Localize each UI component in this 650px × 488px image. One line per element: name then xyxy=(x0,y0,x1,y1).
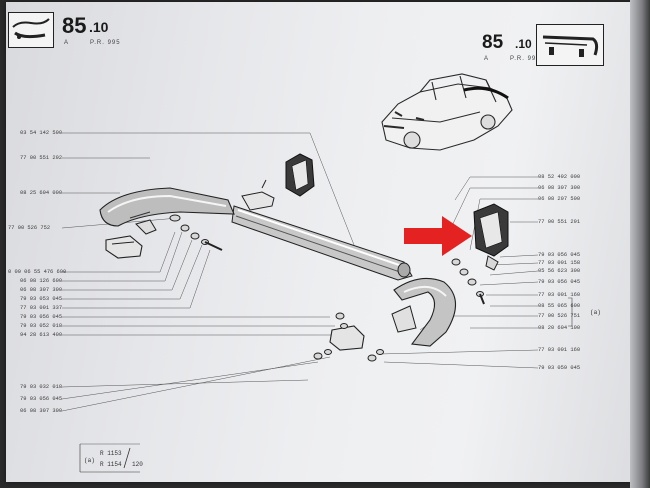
highlight-arrow-icon xyxy=(404,216,472,256)
mount-bracket-upper xyxy=(241,179,275,211)
part-number-right: 08 52 492 000 xyxy=(538,174,581,180)
part-number-left: 0 00 06 55 476 600 xyxy=(8,269,67,275)
subsection-number-left: .10 xyxy=(89,19,109,35)
part-number-right: 79 03 056 045 xyxy=(538,279,581,285)
footnote-line-1: R 1153 xyxy=(100,450,122,457)
part-number-left: 79 03 052 018 xyxy=(20,323,63,329)
part-number-left: 79 03 056 045 xyxy=(20,396,63,402)
pr-reference-left: P.R. 995 xyxy=(90,40,121,46)
part-number-right: 06 08 307 300 xyxy=(538,185,581,191)
subsection-number-right: .10 xyxy=(515,37,532,51)
section-number-right: 85 xyxy=(482,32,504,53)
part-number-left: 08 25 604 000 xyxy=(20,190,63,196)
pr-reference-right: P.R. 995 xyxy=(510,56,541,62)
footnote-line-2: R 1154 xyxy=(100,461,122,468)
part-number-left: 06 08 126 600 xyxy=(20,278,63,284)
part-number-right: 77 00 526 751 xyxy=(538,313,581,319)
part-number-left: 06 08 307 300 xyxy=(20,287,63,293)
part-number-right: 77 03 001 158 xyxy=(538,260,581,266)
bumper-bar xyxy=(231,205,413,281)
part-number-right: 05 56 623 300 xyxy=(538,268,581,274)
bracket-left xyxy=(105,219,157,259)
part-number-right: 77 03 001 160 xyxy=(538,347,581,353)
rubber-block-right xyxy=(473,203,509,257)
leader-lines-left xyxy=(61,132,357,412)
part-number-left: 06 08 307 300 xyxy=(20,408,63,414)
part-number-right: 08 55 065 600 xyxy=(538,303,581,309)
bumper-thumbnail-icon xyxy=(8,12,54,48)
part-number-left: 77 00 551 292 xyxy=(20,155,63,161)
part-number-right: 79 03 059 045 xyxy=(538,365,581,371)
part-number-right: 77 00 551 291 xyxy=(538,219,581,225)
section-caption-right: A xyxy=(484,56,490,62)
part-number-left: 77 00 526 752 xyxy=(8,225,51,231)
part-number-right: 77 03 001 160 xyxy=(538,292,581,298)
part-number-left: 79 03 032 018 xyxy=(20,384,63,390)
section-number-left: 85 xyxy=(62,13,87,38)
footnote-suffix: 120 xyxy=(132,461,143,468)
part-number-left: 77 03 001 337 xyxy=(20,305,63,311)
bolt-set-left xyxy=(169,214,223,251)
bumper-end-right xyxy=(391,277,457,347)
part-number-left: 94 28 613 400 xyxy=(20,332,63,338)
note-marker: (a) xyxy=(590,309,601,316)
part-number-right: 79 03 056 045 xyxy=(538,252,581,258)
bolt-set-right xyxy=(451,255,499,305)
rubber-block-left xyxy=(285,153,315,197)
part-number-left: 79 03 056 045 xyxy=(20,314,63,320)
footnote-box: (a) R 1153 R 1154 120 xyxy=(79,443,143,473)
bumper-end-left xyxy=(99,187,235,227)
section-caption-left: A xyxy=(64,40,70,46)
leader-lines-right xyxy=(379,176,539,369)
bumper-corner-thumbnail-icon xyxy=(536,24,604,66)
part-number-left: 03 54 142 500 xyxy=(20,130,63,136)
bracket-lower xyxy=(313,312,384,362)
page-stack-edge xyxy=(630,0,650,488)
car-illustration xyxy=(381,73,513,151)
footnote-marker: (a) xyxy=(84,457,95,464)
part-number-right: 06 08 207 500 xyxy=(538,196,581,202)
part-number-right: 08 20 604 100 xyxy=(538,325,581,331)
part-number-left: 79 03 053 045 xyxy=(20,296,63,302)
